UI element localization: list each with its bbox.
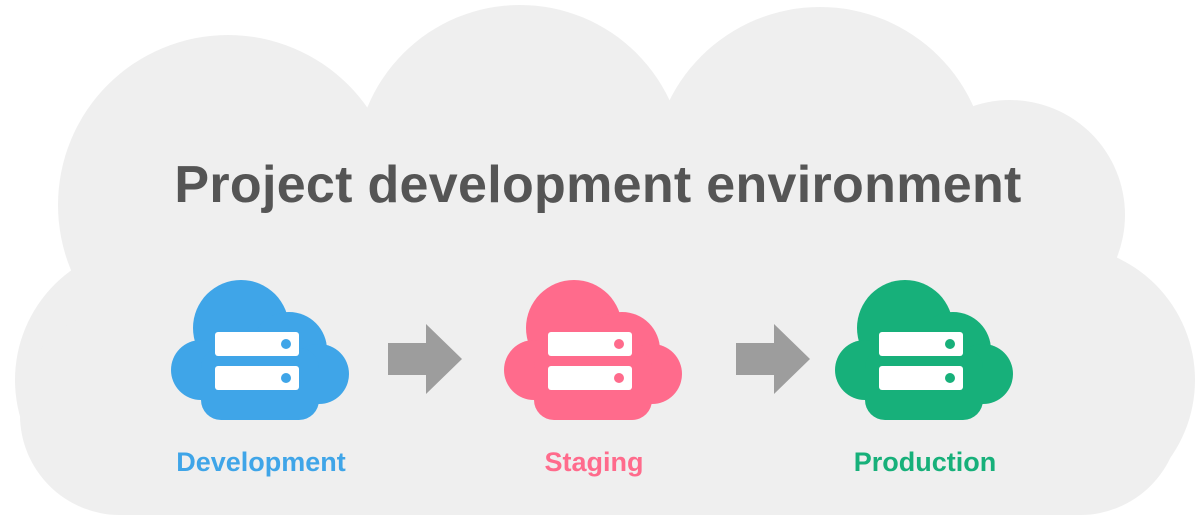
stage-production: Production <box>815 270 1035 490</box>
server-rack <box>879 332 963 390</box>
stage-label-development: Development <box>176 447 346 477</box>
stage-development: Development <box>151 270 371 490</box>
stage-staging: Staging <box>484 270 704 490</box>
server-rack <box>215 332 299 390</box>
stage-label-production: Production <box>853 447 997 477</box>
stage-label-staging: Staging <box>544 447 644 477</box>
arrow-right-icon <box>388 324 462 394</box>
cloud-server-icon <box>171 280 349 420</box>
server-rack <box>548 332 632 390</box>
cloud-server-icon <box>504 280 682 420</box>
arrow-right-icon <box>736 324 810 394</box>
diagram-title: Project development environment <box>174 156 1022 214</box>
cloud-server-icon <box>835 280 1013 420</box>
